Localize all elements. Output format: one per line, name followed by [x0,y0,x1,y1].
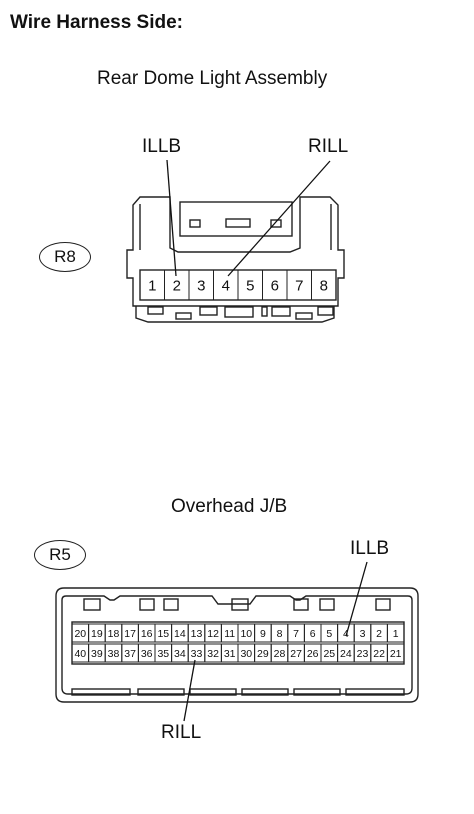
r5-illb-leader [345,561,368,637]
r5-pin-number-13: 13 [191,628,203,640]
r5-pin-number-12: 12 [207,628,219,640]
r5-pin-cell-1 [386,623,405,643]
r8-pin-number-5: 5 [246,277,254,294]
r5-pin-number-10: 10 [240,628,252,640]
r8-title: Rear Dome Light Assembly [97,68,328,89]
r5-pin-number-17: 17 [124,628,136,640]
r5-pin-number-20: 20 [74,628,86,640]
r5-code-badge: R5 [34,540,86,570]
r8-connector [126,196,345,323]
r5-pin-number-5: 5 [326,628,332,640]
r5-pin-number-37: 37 [124,648,136,660]
r5-pin-number-9: 9 [260,628,266,640]
r8-illb-label: ILLB [142,136,182,157]
r5-pin-number-8: 8 [277,628,283,640]
r8-pin-number-6: 6 [271,277,279,294]
r5-rill-label: RILL [161,722,202,743]
r5-pin-number-6: 6 [310,628,316,640]
r5-connector [55,587,419,703]
r5-pin-number-16: 16 [141,628,153,640]
r5-pin-number-15: 15 [157,628,169,640]
r5-pin-number-30: 30 [240,648,252,660]
r5-pin-number-2: 2 [376,628,382,640]
r5-pin-number-36: 36 [141,648,153,660]
r8-pin-number-4: 4 [222,277,230,294]
r8-pin-number-8: 8 [320,277,328,294]
r5-pin-number-24: 24 [340,648,352,660]
r5-pin-number-28: 28 [274,648,286,660]
r8-pin-number-7: 7 [295,277,303,294]
r5-pin-number-3: 3 [360,628,366,640]
r5-pin-number-1: 1 [393,628,399,640]
r8-rill-leader [227,160,331,277]
r5-rill-leader [183,659,196,722]
r8-illb-leader [166,159,177,277]
r5-illb-label: ILLB [350,538,390,559]
r5-pin-number-26: 26 [307,648,319,660]
r5-pin-number-27: 27 [290,648,302,660]
page-heading: Wire Harness Side: [10,12,184,33]
r5-pin-number-19: 19 [91,628,103,640]
r5-pin-number-11: 11 [224,628,235,640]
r5-pin-number-29: 29 [257,648,269,660]
r5-pin-number-18: 18 [108,628,120,640]
r5-pin-number-31: 31 [224,648,236,660]
r5-pin-number-14: 14 [174,628,186,640]
r5-pin-cell-21 [386,643,405,663]
r5-pin-number-38: 38 [108,648,120,660]
r5-pin-number-40: 40 [74,648,86,660]
r5-pin-number-23: 23 [357,648,369,660]
r5-pin-number-35: 35 [157,648,169,660]
r5-pin-number-33: 33 [191,648,203,660]
r5-pin-number-25: 25 [323,648,335,660]
r5-pin-number-32: 32 [207,648,219,660]
r8-rill-label: RILL [308,136,349,157]
r5-pin-number-34: 34 [174,648,186,660]
r8-pin-number-3: 3 [197,277,205,294]
r8-code-badge: R8 [39,242,91,272]
r5-pin-number-39: 39 [91,648,103,660]
r8-pin-number-2: 2 [173,277,181,294]
r5-pin-number-7: 7 [293,628,299,640]
r5-title: Overhead J/B [171,496,288,517]
r5-pin-number-22: 22 [373,648,385,660]
r8-pin-cell-8 [311,269,337,301]
r8-pin-number-1: 1 [148,277,156,294]
r5-pin-number-21: 21 [390,648,402,660]
